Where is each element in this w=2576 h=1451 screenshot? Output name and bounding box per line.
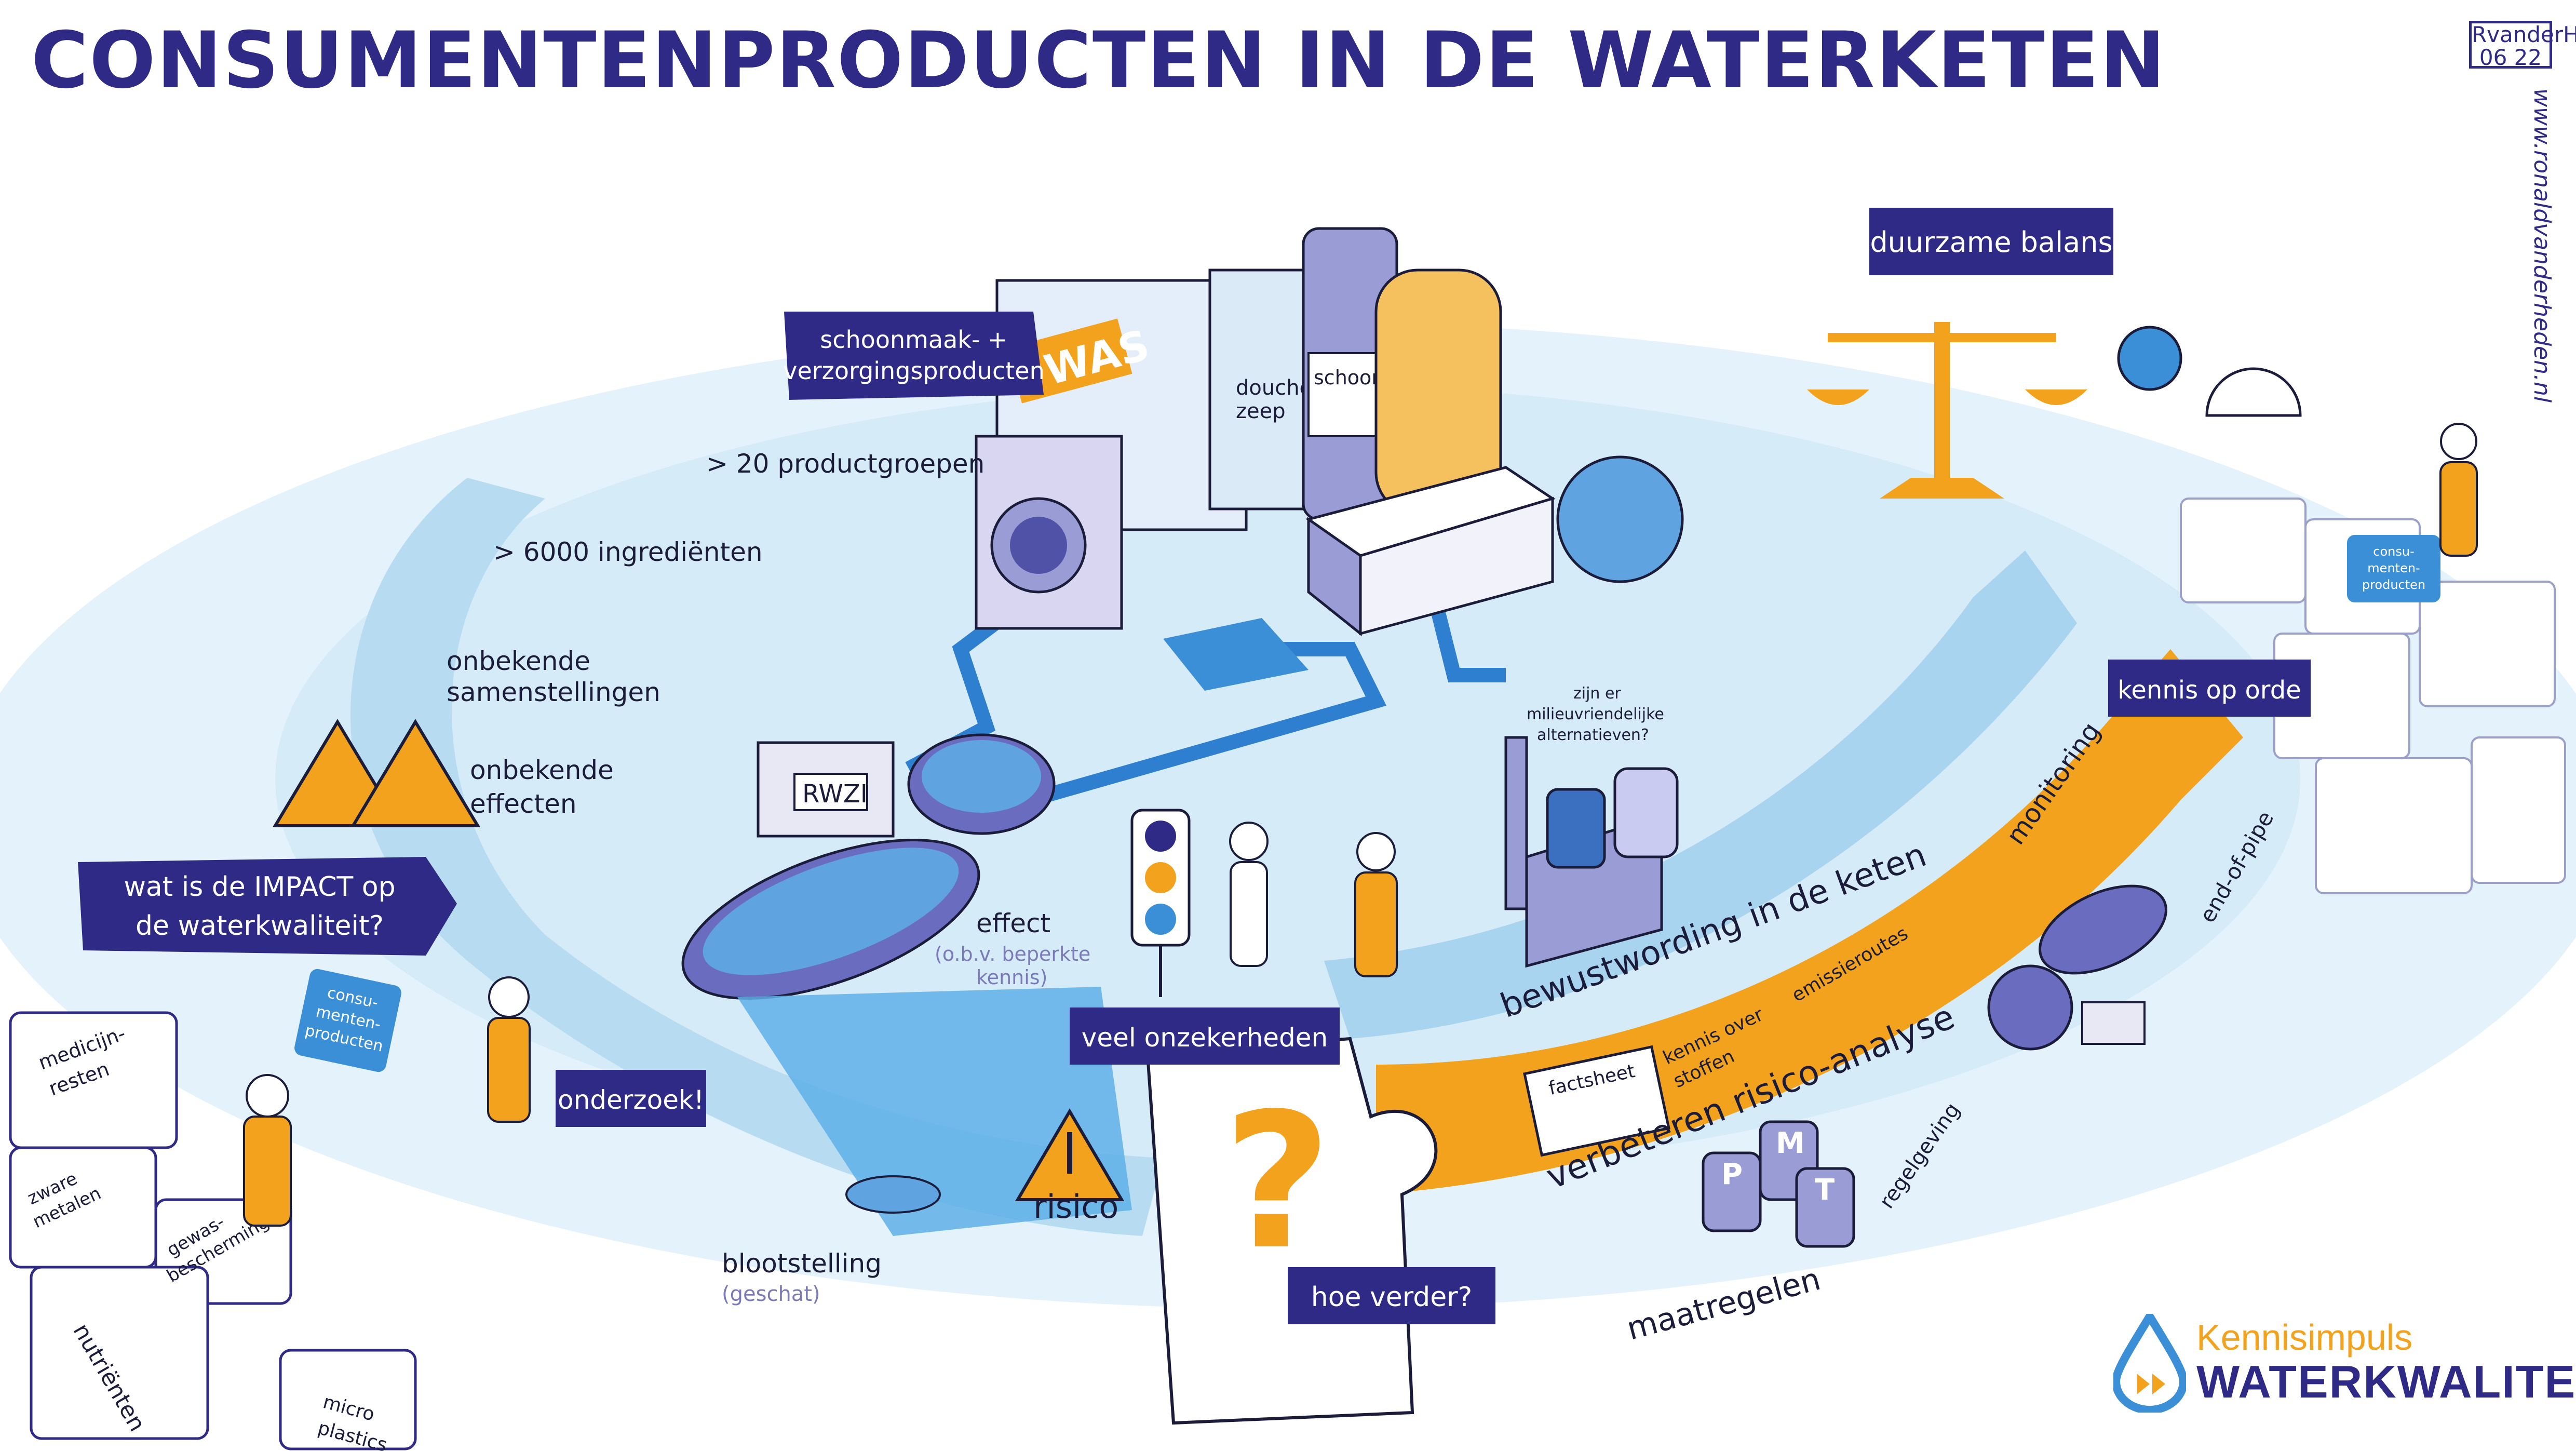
box-products: schoonmaak- + verzorgingsproducten [783, 312, 1045, 400]
factory-icon [1504, 736, 1679, 968]
researcher [487, 1017, 531, 1123]
box-research: onderzoek! [556, 1070, 706, 1127]
svg-text:wat is de IMPACT op: wat is de IMPACT op [124, 871, 395, 903]
puzzle-group-right [2180, 498, 2566, 894]
label-effect-note-2: kennis) [976, 966, 1047, 989]
shower-mat [1163, 618, 1309, 691]
pmt-m: M [1776, 1126, 1805, 1160]
pmt-barrels: P M T [1702, 1120, 1855, 1248]
puzzle-microplastics [279, 1349, 417, 1450]
label-exposure: blootstelling [722, 1248, 882, 1279]
end-of-pipe-rwzi [1987, 884, 2167, 1051]
svg-text:schoonmaak- +: schoonmaak- + [820, 326, 1007, 354]
person-middle [1354, 871, 1398, 977]
right-tag-line3: producten [2362, 577, 2425, 592]
people [243, 423, 2478, 1227]
svg-text:verzorgingsproducten: verzorgingsproducten [783, 357, 1045, 385]
puzzle-group-left [9, 1011, 417, 1450]
washing-machine [975, 435, 1123, 630]
label-alternatives-2: milieuvriendelijke [1527, 705, 1664, 723]
person-left [243, 1116, 292, 1227]
logo-line2: WATERKWALITEIT [2196, 1356, 2576, 1407]
cleaner-label: schoon [1314, 366, 1384, 389]
label-productgroups: > 20 productgroepen [706, 449, 984, 479]
kitchen-counter [1305, 466, 1556, 637]
fish-icon [845, 1175, 941, 1214]
svg-text:kennis op orde: kennis op orde [2118, 676, 2301, 705]
labels-left: > 20 productgroepen > 6000 ingrediënten … [447, 449, 1664, 1306]
balance-scale-icon [1807, 322, 2087, 499]
svg-text:onderzoek!: onderzoek! [558, 1085, 704, 1115]
risk-warning-icon [1015, 1108, 1125, 1201]
warning-icon-left [272, 719, 481, 827]
box-sustainable: duurzame balans [1869, 208, 2113, 275]
label-alternatives-3: alternatieven? [1537, 726, 1649, 744]
page-title: CONSUMENTENPRODUCTEN IN DE WATERKETEN [31, 16, 2166, 106]
svg-text:de waterkwaliteit?: de waterkwaliteit? [136, 910, 384, 942]
globe-icon [2117, 326, 2182, 391]
pmt-t: T [1815, 1173, 1835, 1207]
svg-text:hoe verder?: hoe verder? [1311, 1282, 1473, 1313]
label-risk: risico [1033, 1188, 1118, 1226]
person-right [2439, 461, 2478, 557]
puzzle-nutrients [30, 1266, 209, 1440]
sun-icon [2205, 367, 2302, 417]
right-tag-line2: menten- [2367, 561, 2420, 575]
box-further: hoe verder? [1288, 1267, 1495, 1324]
label-exposure-note: (geschat) [722, 1282, 820, 1306]
box-uncertainties: veel onzekerheden [1070, 1007, 1340, 1065]
traffic-light-icon [1130, 809, 1191, 997]
rwzi-label: RWZI [802, 780, 868, 809]
label-alternatives-1: zijn er [1573, 684, 1621, 703]
shower-gel-line1: douche [1236, 376, 1312, 400]
logo-drop-icon [2113, 1314, 2186, 1413]
rwzi-plant: RWZI [681, 733, 1056, 1000]
label-effects-1: onbekende [470, 755, 614, 785]
label-compositions-1: onbekende [447, 646, 590, 676]
svg-text:veel onzekerheden: veel onzekerheden [1082, 1023, 1328, 1053]
factsheet-icon: factsheet [1523, 1045, 1670, 1157]
label-effect: effect [976, 908, 1050, 938]
puzzle-consumer-products-left: consu- menten- producten [294, 969, 401, 1072]
shower-gel-line2: zeep [1236, 399, 1286, 423]
label-effect-note-1: (o.b.v. beperkte [935, 943, 1090, 965]
box-knowledge: kennis op orde [2108, 660, 2311, 717]
right-tag-line1: consu- [2373, 544, 2414, 559]
pmt-p: P [1721, 1158, 1743, 1191]
question-mark: ? [1223, 1073, 1332, 1291]
label-effects-2: effecten [470, 789, 577, 819]
artist-website: www.ronaldvanderheden.nl [2529, 88, 2555, 403]
label-compositions-2: samenstellingen [447, 677, 660, 707]
box-impact: wat is de IMPACT op de waterkwaliteit? [78, 857, 457, 956]
awareness-band [1324, 550, 2077, 1039]
question-puzzle [1145, 1037, 1438, 1425]
label-ingredients: > 6000 ingrediënten [493, 537, 763, 567]
svg-text:duurzame balans: duurzame balans [1870, 226, 2112, 259]
scientist [1230, 861, 1268, 967]
logo-line1: Kennisimpuls [2196, 1317, 2413, 1358]
puzzle-consumer-products-right [2347, 535, 2440, 602]
